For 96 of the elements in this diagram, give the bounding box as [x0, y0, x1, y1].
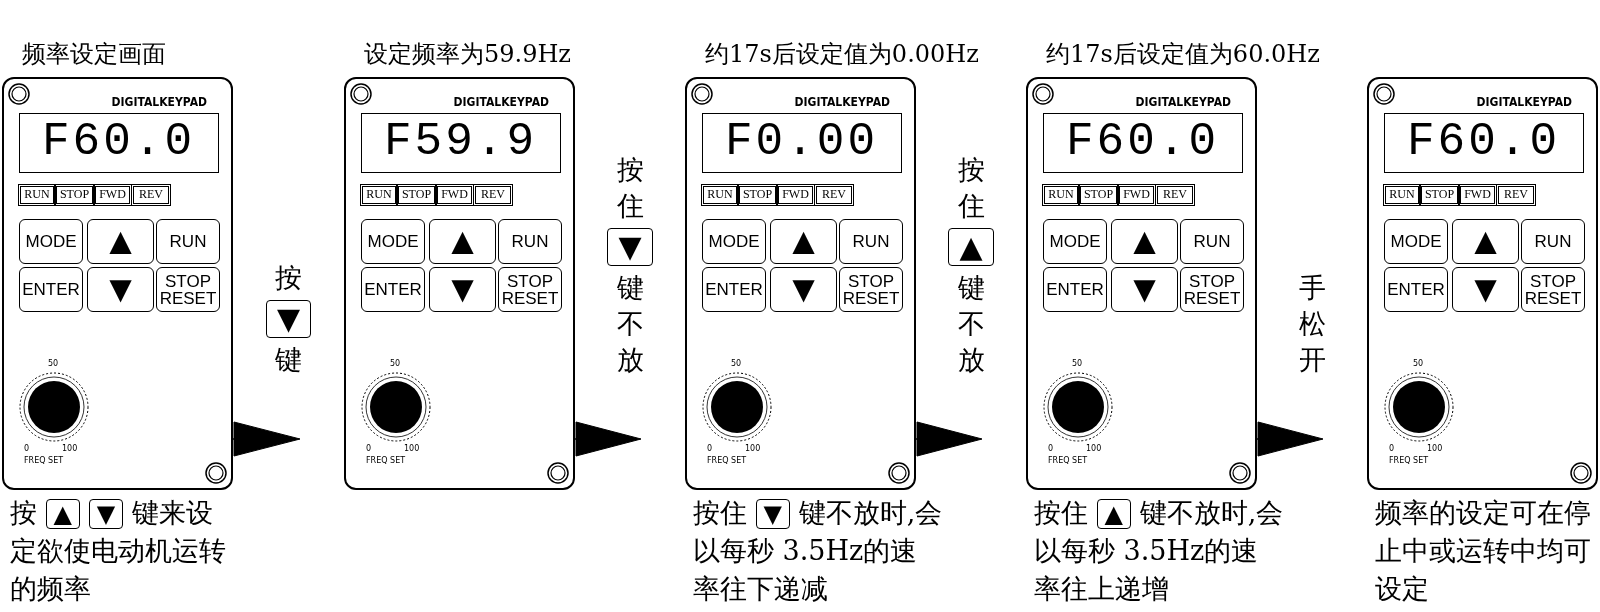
edge-label: 手松开 — [1297, 271, 1327, 377]
dial-label: 50 — [731, 359, 742, 368]
key-button: STOP RESET — [498, 267, 562, 312]
dial-label: 100 — [1427, 444, 1443, 453]
indicator-label: STOP — [398, 186, 435, 204]
edge-label: 按住▲键不放 — [931, 152, 1011, 378]
keypad-title: DIGITALKEYPAD — [794, 95, 890, 109]
heading-text: 频率设定画面 — [22, 39, 167, 70]
dial-label: 100 — [745, 444, 761, 453]
dial-label: 0 — [366, 444, 372, 453]
dial-label: 0 — [1048, 444, 1054, 453]
dial-label: FREQ SET — [1048, 456, 1088, 465]
dial-label: 50 — [390, 359, 401, 368]
indicator-label: REV — [816, 186, 852, 204]
edge-label: 按▼键 — [248, 260, 329, 378]
display-screen: F59.9 — [361, 113, 561, 173]
indicator-label: RUN — [362, 186, 396, 204]
indicator-label: FWD — [437, 186, 472, 204]
arrow — [915, 421, 983, 457]
key-button: ▲ — [1111, 219, 1178, 264]
indicator-label: RUN — [703, 186, 737, 204]
indicator-label: FWD — [1460, 186, 1495, 204]
key-button: ▼ — [1452, 267, 1519, 312]
key-button: ▼ — [1111, 267, 1178, 312]
indicator-label: RUN — [1385, 186, 1419, 204]
key-button: ▲ — [770, 219, 837, 264]
key-button: ▼ — [429, 267, 496, 312]
key-button: ENTER — [702, 267, 766, 312]
dial-label: 0 — [24, 444, 30, 453]
dial-label: 0 — [1389, 444, 1395, 453]
edge-label: 按住▼键不放 — [590, 152, 670, 378]
indicator-label: RUN — [1044, 186, 1078, 204]
indicator-label: FWD — [1119, 186, 1154, 204]
key-button: MODE — [1384, 219, 1448, 264]
display-screen: F60.0 — [1043, 113, 1243, 173]
indicator-label: STOP — [1080, 186, 1117, 204]
key-button: ▼ — [770, 267, 837, 312]
indicator-label: RUN — [20, 186, 54, 204]
dial-label: FREQ SET — [366, 456, 406, 465]
display-screen: F60.0 — [19, 113, 219, 173]
dial-label: 50 — [1072, 359, 1083, 368]
indicator-label: STOP — [1421, 186, 1458, 204]
key-button: STOP RESET — [156, 267, 220, 312]
key-button: STOP RESET — [839, 267, 903, 312]
key-button: RUN — [839, 219, 903, 264]
keypad-title: DIGITALKEYPAD — [1135, 95, 1231, 109]
indicator-label: FWD — [95, 186, 130, 204]
arrow — [574, 421, 642, 457]
display-screen: F0.00 — [702, 113, 902, 173]
key-button: ▲ — [87, 219, 154, 264]
indicator-label: REV — [1157, 186, 1193, 204]
key-button: ENTER — [1384, 267, 1448, 312]
key-button: ▼ — [87, 267, 154, 312]
indicator-label: STOP — [56, 186, 93, 204]
key-button: RUN — [498, 219, 562, 264]
indicator-label: STOP — [739, 186, 776, 204]
keypad-title: DIGITALKEYPAD — [111, 95, 207, 109]
key-button: ▲ — [429, 219, 496, 264]
dial-label: FREQ SET — [707, 456, 747, 465]
indicator-label: REV — [133, 186, 169, 204]
dial-label: FREQ SET — [1389, 456, 1429, 465]
key-button: MODE — [19, 219, 83, 264]
heading-text: 约17s后设定值为60.0Hz — [1046, 39, 1321, 70]
key-button: STOP RESET — [1180, 267, 1244, 312]
indicator-label: FWD — [778, 186, 813, 204]
key-button: ENTER — [361, 267, 425, 312]
heading-text: 设定频率为59.9Hz — [364, 39, 572, 70]
dial-label: 100 — [62, 444, 78, 453]
arrow — [232, 421, 301, 457]
key-button: ENTER — [1043, 267, 1107, 312]
key-button: MODE — [361, 219, 425, 264]
caption-text: 按 ▲ ▼ 键来设定欲使电动机运转的频率 — [10, 496, 227, 606]
caption-text: 按住 ▲ 键不放时,会以每秒 3.5Hz的速率往上递增 — [1034, 496, 1284, 606]
dial-label: FREQ SET — [24, 456, 64, 465]
key-button: ▲ — [1452, 219, 1519, 264]
display-screen: F60.0 — [1384, 113, 1584, 173]
heading-text: 约17s后设定值为0.00Hz — [705, 39, 980, 70]
dial-label: 0 — [707, 444, 713, 453]
key-button: RUN — [156, 219, 220, 264]
dial-label: 50 — [48, 359, 59, 368]
key-button: MODE — [1043, 219, 1107, 264]
key-button: RUN — [1521, 219, 1585, 264]
key-button: STOP RESET — [1521, 267, 1585, 312]
indicator-label: REV — [475, 186, 511, 204]
indicator-label: REV — [1498, 186, 1534, 204]
arrow — [1256, 421, 1324, 457]
key-button: MODE — [702, 219, 766, 264]
dial-label: 100 — [404, 444, 420, 453]
key-button: ENTER — [19, 267, 83, 312]
dial-label: 50 — [1413, 359, 1424, 368]
dial-label: 100 — [1086, 444, 1102, 453]
key-button: RUN — [1180, 219, 1244, 264]
caption-text: 按住 ▼ 键不放时,会以每秒 3.5Hz的速率往下递减 — [693, 496, 943, 606]
keypad-title: DIGITALKEYPAD — [1476, 95, 1572, 109]
caption-text: 频率的设定可在停止中或运转中均可设定 — [1375, 496, 1592, 606]
keypad-title: DIGITALKEYPAD — [453, 95, 549, 109]
